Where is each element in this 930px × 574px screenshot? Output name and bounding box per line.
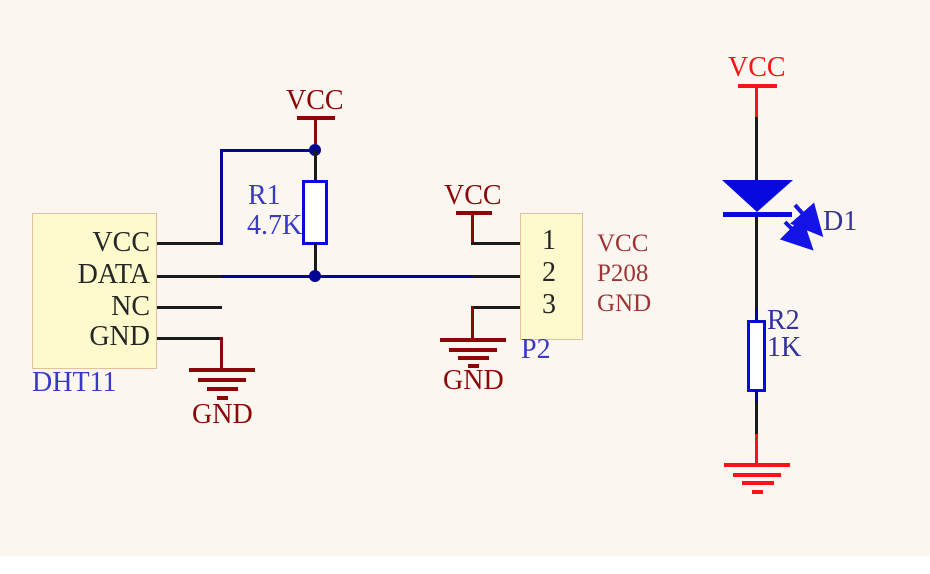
gnd-bar1-p2 — [440, 338, 506, 342]
vcc-net-label-p2: VCC — [444, 180, 502, 211]
gnd-bar1-dht11 — [189, 368, 255, 372]
r2-ref-label: R2 — [767, 305, 800, 336]
led-emission-arrow-2 — [779, 216, 814, 251]
dht11-pin-label-gnd: GND — [89, 321, 150, 352]
wire-r1-bottom-lead — [314, 243, 317, 277]
p2-pin-number-3: 3 — [542, 289, 556, 320]
gnd-bar4-led — [752, 490, 763, 494]
bottom-margin — [0, 556, 930, 574]
gnd-bar3-dht11 — [207, 387, 238, 391]
wire-data-net — [222, 275, 473, 278]
vcc-stem-led — [755, 84, 758, 118]
vcc-stem-p2 — [471, 211, 474, 245]
wire-r1-top-lead — [314, 150, 317, 182]
gnd-bar2-led — [733, 473, 781, 477]
wire-r2-bottom-stub — [755, 391, 758, 404]
dht11-component-body[interactable] — [32, 213, 157, 369]
led-emission-arrow-1 — [790, 202, 824, 237]
vcc-net-label-led: VCC — [728, 52, 786, 83]
dht11-ref-label: DHT11 — [32, 367, 117, 398]
wire-dht11-gnd-stub — [157, 337, 222, 340]
p2-net-label-p208: P208 — [597, 260, 649, 287]
p2-net-label-vcc: VCC — [597, 230, 649, 257]
d1-ref-label: D1 — [823, 206, 858, 237]
r2-resistor-body[interactable] — [747, 320, 766, 392]
wire-dht11-data-stub — [157, 275, 222, 278]
gnd-bar3-led — [742, 481, 774, 485]
led-cathode-bar — [723, 212, 792, 217]
wire-dht11-nc-stub — [157, 306, 222, 309]
wire-r2-top-stub — [755, 308, 758, 321]
wire-led-anode — [755, 117, 758, 181]
dht11-pin-label-nc: NC — [111, 291, 150, 322]
wire-vcc-top-run — [220, 149, 317, 152]
vcc-bar-p2 — [456, 211, 492, 215]
p2-ref-label: P2 — [521, 334, 551, 365]
gnd-bar2-dht11 — [198, 378, 246, 382]
r2-value-label: 1K — [767, 332, 802, 363]
led-d1-symbol[interactable] — [700, 170, 880, 265]
wire-vcc-riser — [220, 149, 223, 245]
wire-led-cathode — [755, 217, 758, 309]
gnd-bar1-led — [724, 463, 790, 467]
gnd-bar4-p2 — [468, 364, 479, 368]
dht11-pin-label-vcc: VCC — [92, 227, 150, 258]
gnd-stem-p2 — [471, 306, 474, 339]
vcc-net-label-r1: VCC — [286, 85, 344, 116]
led-anode-triangle — [722, 180, 793, 212]
gnd-net-label-dht11: GND — [192, 399, 253, 430]
wire-p2-pin3-stub — [471, 306, 520, 309]
junction-data-r1 — [309, 270, 321, 282]
gnd-stem-led — [755, 434, 758, 465]
wire-dht11-vcc-stub — [157, 242, 222, 245]
wire-p2-pin2-stub — [473, 275, 520, 278]
dht11-pin-label-data: DATA — [77, 259, 150, 290]
r1-ref-label: R1 — [248, 180, 281, 211]
gnd-stem-dht11 — [220, 337, 223, 369]
gnd-bar4-dht11 — [217, 396, 228, 400]
p2-connector-body[interactable] — [520, 213, 583, 340]
wire-p2-pin1-stub — [471, 242, 520, 245]
p2-net-label-gnd: GND — [597, 290, 652, 317]
r1-resistor-body[interactable] — [302, 180, 328, 245]
vcc-stem-r1 — [314, 116, 317, 150]
gnd-bar2-p2 — [449, 348, 497, 352]
p2-pin-number-2: 2 — [542, 257, 556, 288]
wire-r2-to-gnd — [755, 403, 758, 435]
gnd-bar3-p2 — [458, 356, 489, 360]
p2-pin-number-1: 1 — [542, 225, 556, 256]
r1-value-label: 4.7K — [247, 210, 303, 241]
gnd-net-label-p2: GND — [443, 365, 504, 396]
